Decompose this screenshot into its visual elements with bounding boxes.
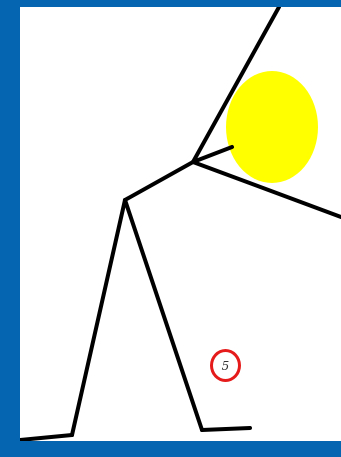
badge-label: 5 [222,360,230,372]
right-foot-line [202,428,250,430]
shoulder-line [125,162,193,200]
number-badge: 5 [210,349,241,382]
sun-icon [226,71,318,183]
left-foot-line [20,435,72,440]
right-leg-line [125,200,202,430]
drawing-canvas: 5 [20,7,341,441]
stick-drawing [20,7,341,441]
left-leg-line [72,200,125,435]
